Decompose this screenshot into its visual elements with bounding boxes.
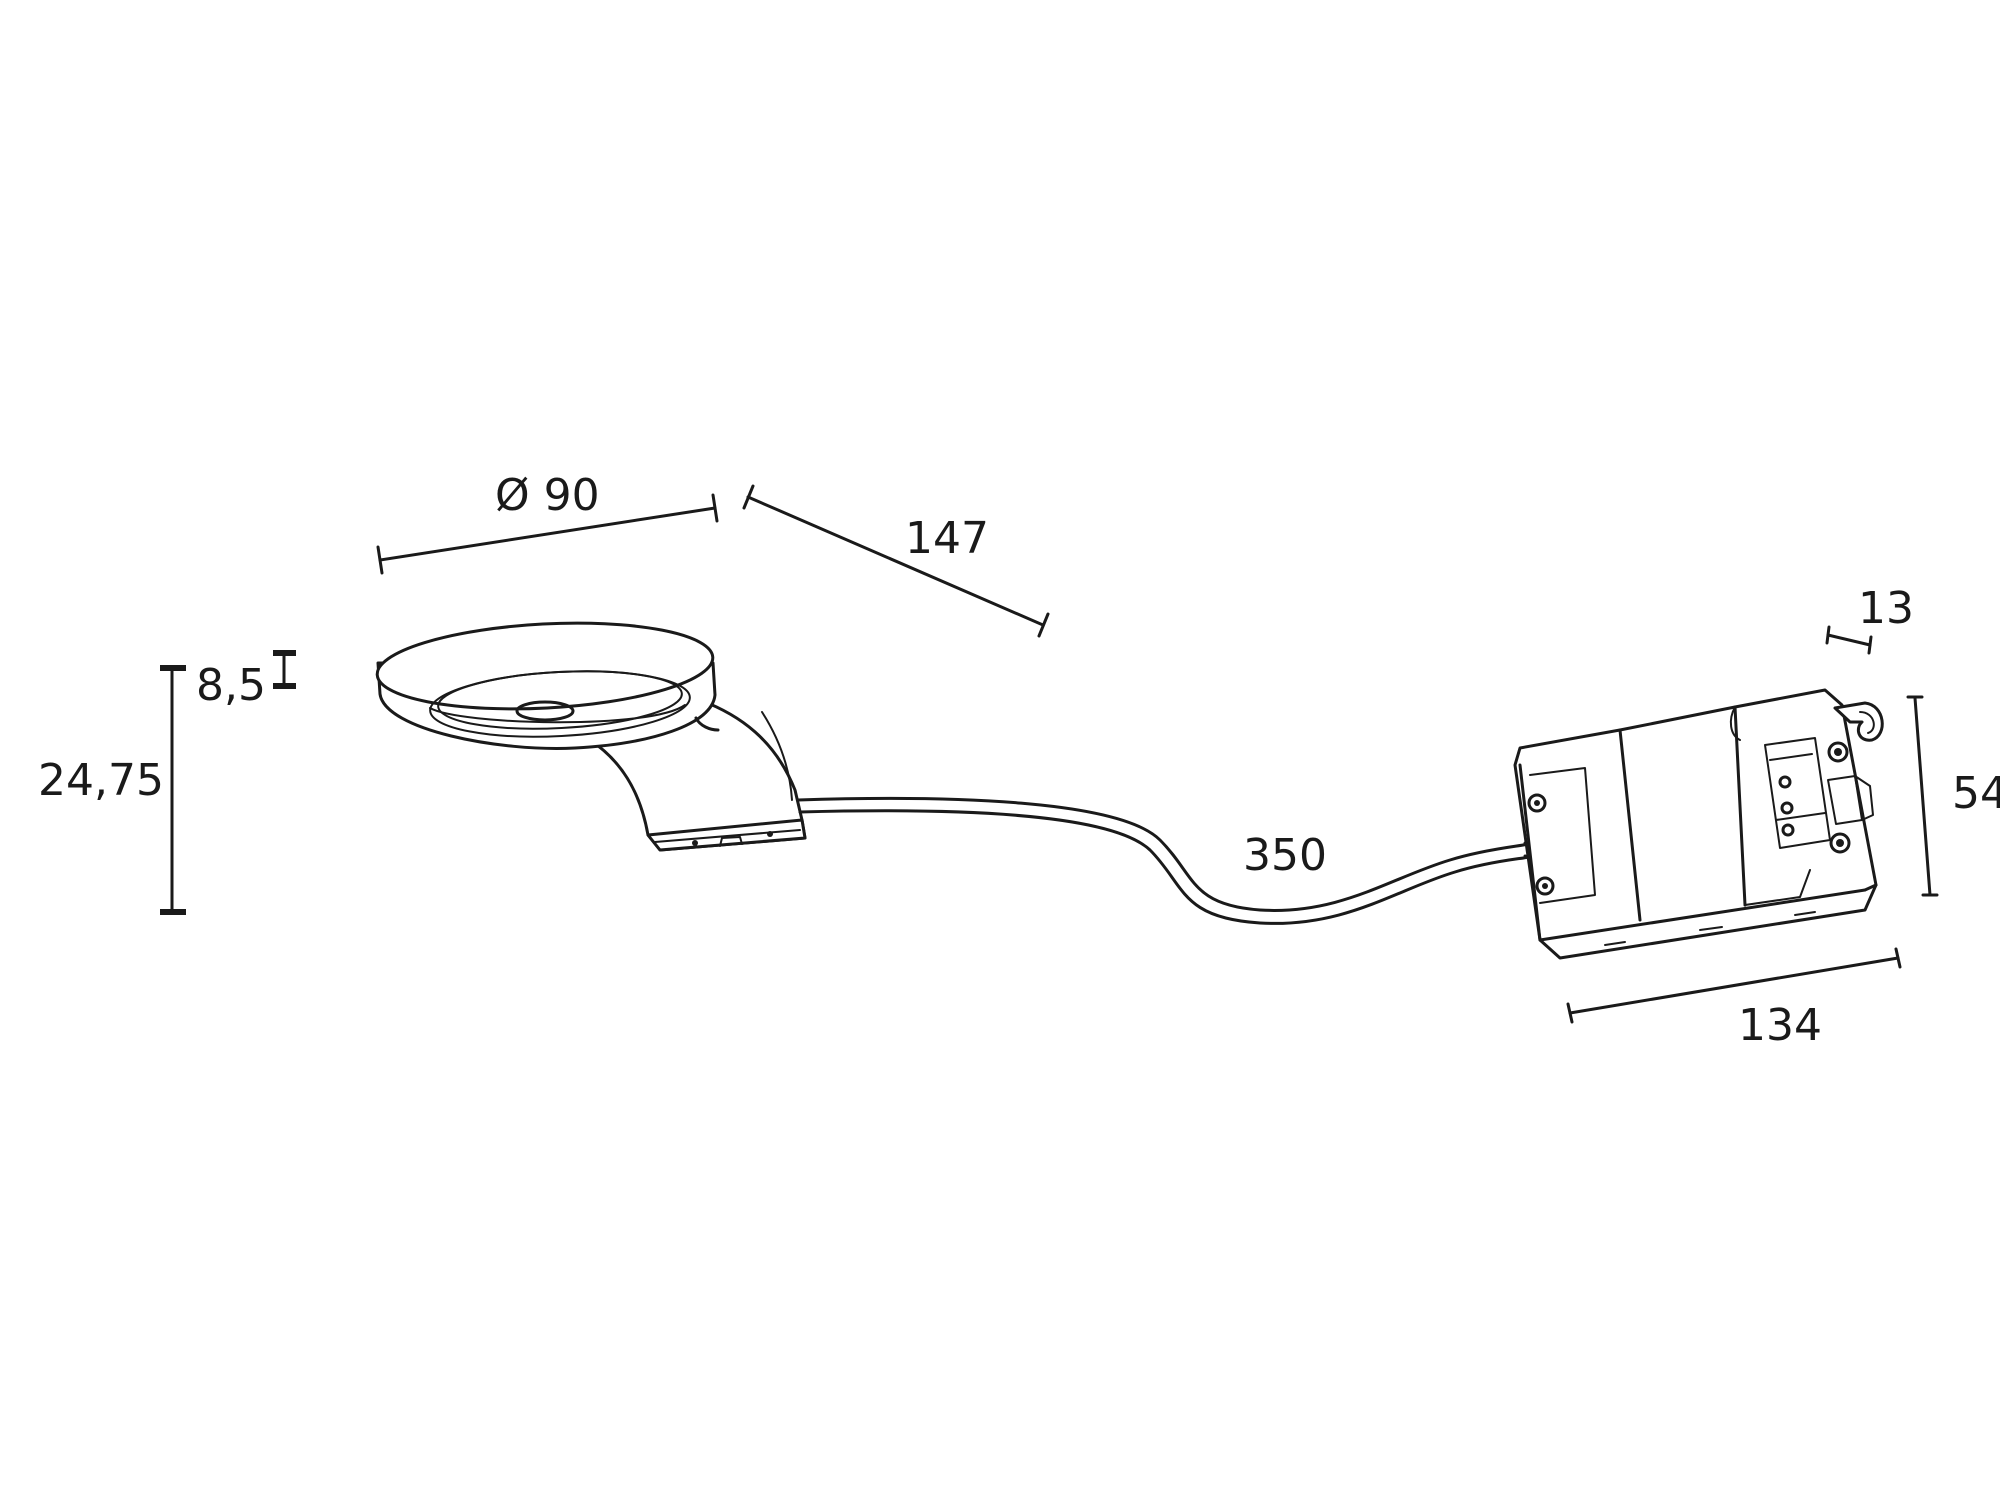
cable-length-label: 350 <box>1243 830 1327 881</box>
total-height-label: 24,75 <box>38 755 164 806</box>
box-tab-label: 13 <box>1858 583 1914 634</box>
dimension-box-length: 134 <box>1566 947 1902 1051</box>
dimension-total-height: 24,75 <box>38 665 186 915</box>
dimension-diameter: Ø 90 <box>376 470 719 575</box>
driver-box <box>1513 688 1884 960</box>
lamp-head <box>375 621 807 852</box>
dimension-box-tab: 13 <box>1825 583 1914 655</box>
arm-length-label: 147 <box>905 513 989 564</box>
box-length-label: 134 <box>1738 1000 1822 1051</box>
diameter-label: Ø 90 <box>495 470 600 521</box>
cable: 350 <box>796 796 1530 925</box>
box-height-label: 54 <box>1952 768 2000 819</box>
dimension-arm-length: 147 <box>742 484 1050 638</box>
dimension-disc-thickness: 8,5 <box>196 650 296 711</box>
dimension-box-height: 54 <box>1906 695 2000 897</box>
disc-thickness-label: 8,5 <box>196 660 266 711</box>
